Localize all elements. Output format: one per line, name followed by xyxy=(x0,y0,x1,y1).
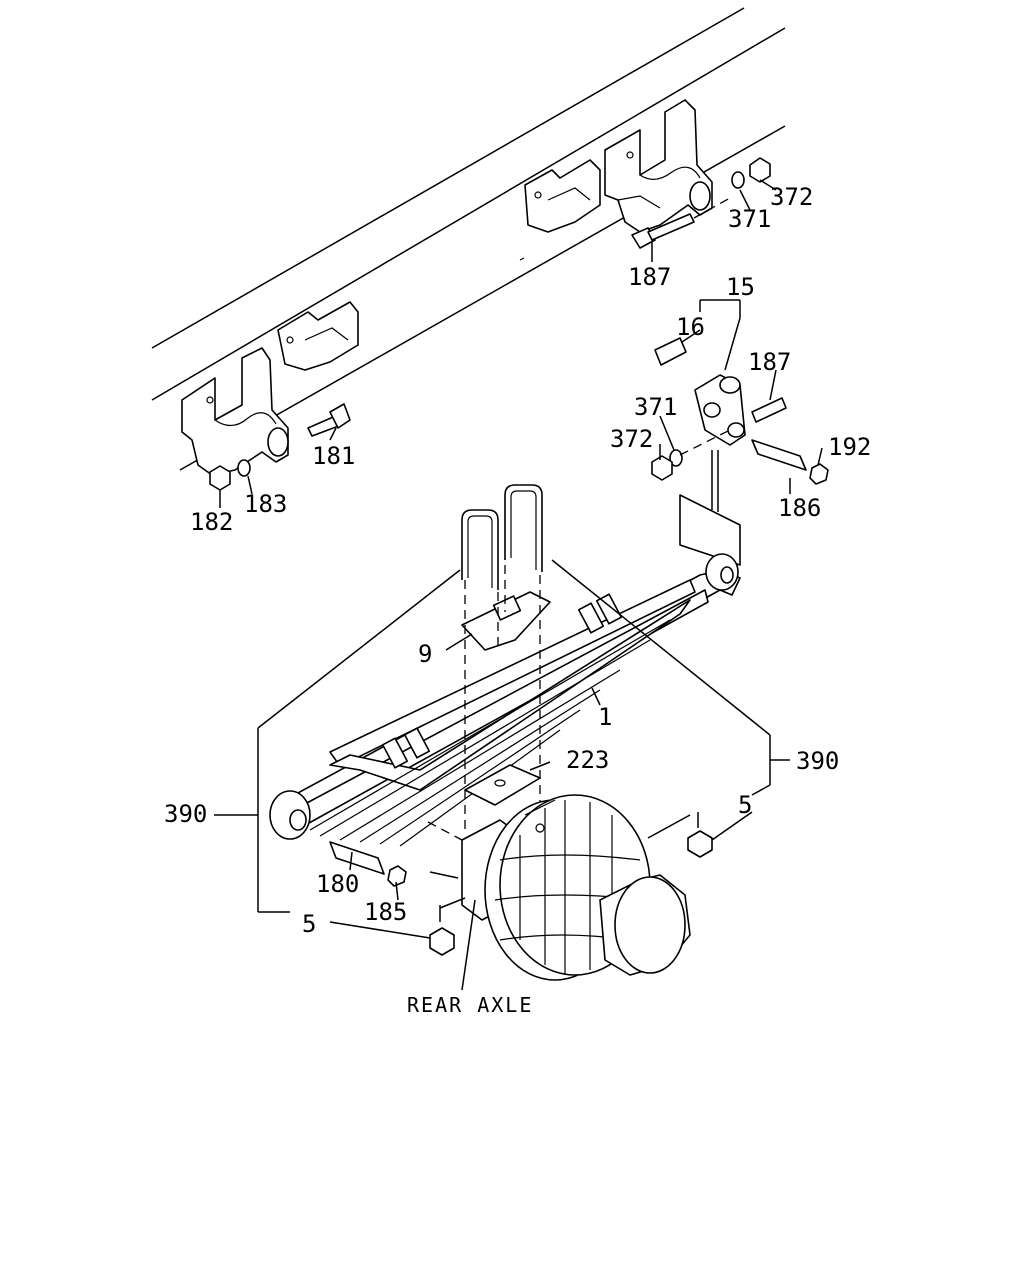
label-223: 223 xyxy=(566,746,609,774)
washer-371-mid xyxy=(669,449,683,467)
washer-183 xyxy=(237,459,251,477)
label-192: 192 xyxy=(828,433,871,461)
leaf-spring-1 xyxy=(269,553,741,847)
spring-seat-9 xyxy=(461,591,551,651)
label-182: 182 xyxy=(190,508,233,536)
label-372-top: 372 xyxy=(770,183,813,211)
nut-372-top xyxy=(749,157,771,183)
u-bolts xyxy=(461,484,543,590)
shackle-15 xyxy=(694,374,746,446)
label-187-mid: 187 xyxy=(748,348,791,376)
nut-182 xyxy=(209,465,231,491)
leader-lines xyxy=(214,179,823,991)
bolt-187-mid xyxy=(751,397,787,423)
label-5-right: 5 xyxy=(738,791,752,819)
label-1: 1 xyxy=(598,703,612,731)
label-180: 180 xyxy=(316,870,359,898)
nut-5-left xyxy=(429,927,455,956)
label-5-left: 5 xyxy=(302,910,316,938)
bolt-181 xyxy=(307,403,351,437)
rear-axle xyxy=(461,794,691,981)
label-181: 181 xyxy=(312,442,355,470)
label-187-top: 187 xyxy=(628,263,671,291)
fitting-185 xyxy=(387,865,407,887)
label-183: 183 xyxy=(244,490,287,518)
label-186: 186 xyxy=(778,494,821,522)
label-9: 9 xyxy=(418,640,432,668)
pin-186 xyxy=(751,439,807,471)
bolt-187-top xyxy=(631,213,695,249)
nut-5-right xyxy=(687,830,713,858)
label-371-mid: 371 xyxy=(634,393,677,421)
label-185: 185 xyxy=(364,898,407,926)
pin-180 xyxy=(329,841,385,875)
label-16: 16 xyxy=(676,313,705,341)
nut-372-mid xyxy=(651,455,673,481)
label-rear-axle: REAR AXLE xyxy=(407,993,533,1017)
label-390-left: 390 xyxy=(164,800,207,828)
bushing-16 xyxy=(654,337,687,366)
washer-371-top xyxy=(731,171,745,189)
label-372-mid: 372 xyxy=(610,425,653,453)
rear-hanger-bracket xyxy=(181,301,359,476)
fitting-192 xyxy=(809,463,829,485)
plate-223 xyxy=(464,764,541,806)
label-15: 15 xyxy=(726,273,755,301)
shackle-plate xyxy=(679,494,741,566)
label-371-top: 371 xyxy=(728,205,771,233)
label-390-right: 390 xyxy=(796,747,839,775)
front-hanger-bracket xyxy=(524,99,713,233)
